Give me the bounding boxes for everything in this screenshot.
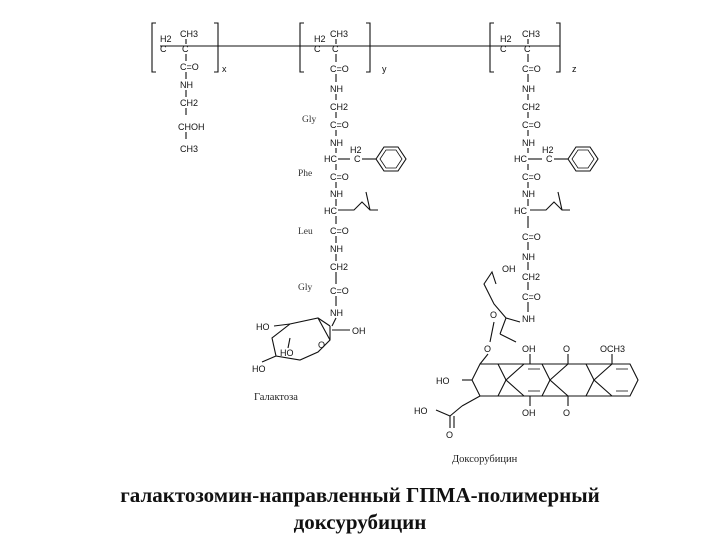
d-hc-phe: HC [514,154,527,164]
x-nh: NH [180,80,193,90]
glycosidic-o: O [484,344,491,354]
g-co2: C=O [330,172,349,182]
d-co1: C=O [522,120,541,130]
core-ho-ch2: HO [414,406,428,416]
g-c-phe: C [354,154,361,164]
y-c2: C [332,44,339,54]
x-ch3: CH3 [180,29,198,39]
d-ch2-1: CH2 [522,102,540,112]
core-o-top: O [563,344,570,354]
g-co1: C=O [330,120,349,130]
d-c-phe: C [546,154,553,164]
d-co2: C=O [522,172,541,182]
g-hc-phe: HC [324,154,337,164]
y-h2: H2 [314,34,326,44]
y-ch3: CH3 [330,29,348,39]
g-h2-phe: H2 [350,145,362,155]
x-c1: C [160,44,167,54]
x-h2: H2 [160,34,172,44]
gal-ring-o: O [318,340,325,350]
y-c1: C [314,44,321,54]
g-nh3: NH [330,189,343,199]
x-choh: CHOH [178,122,205,132]
x-ch3-end: CH3 [180,144,198,154]
unit-y: CH3 H2 C C C=O y [314,29,387,74]
label-gly-1: Gly [302,115,317,125]
sugar-o: O [490,310,497,320]
doxorubicin-name: Доксорубицин [452,454,518,465]
d-nh1: NH [522,84,535,94]
benzene-ring-1 [375,146,407,172]
g-nh1: NH [330,84,343,94]
d-ch2-2: CH2 [522,272,540,282]
d-co4: C=O [522,292,541,302]
g-co3: C=O [330,226,349,236]
galactose-peptide-chain: NH CH2 Gly C=O NH H2 HC C Phe C=O NH HC … [252,74,407,403]
d-nh5: NH [522,314,535,324]
polymer-backbone [151,22,561,73]
caption-line-1: галактозомин-направленный ГПМА-полимерны… [120,483,600,507]
figure-caption: галактозомин-направленный ГПМА-полимерны… [0,482,720,536]
g-nh4: NH [330,244,343,254]
core-oh-bottom: OH [522,408,536,418]
d-nh2: NH [522,138,535,148]
gal-ho-1: HO [256,322,270,332]
x-subscript: x [222,64,227,74]
sugar-oh: OH [502,264,516,274]
x-co: C=O [180,62,199,72]
benzene-ring-2 [567,146,599,172]
d-co3: C=O [522,232,541,242]
doxorubicin-peptide-chain: NH CH2 C=O NH H2 HC C C=O NH HC C=O NH C… [514,74,599,324]
core-oh-top: OH [522,344,536,354]
d-nh4: NH [522,252,535,262]
gal-oh-1: OH [352,326,366,336]
g-nh5: NH [330,308,343,318]
d-nh3: NH [522,189,535,199]
d-hc-leu: HC [514,206,527,216]
unit-z: CH3 H2 C C C=O z [500,29,577,74]
y-co: C=O [330,64,349,74]
y-subscript: y [382,64,387,74]
g-co4: C=O [330,286,349,296]
unit-x: CH3 H2 C C C=O NH CH2 CHOH CH3 x [160,29,227,154]
g-ch2-2: CH2 [330,262,348,272]
caption-line-2: доксурубицин [293,510,427,534]
z-c2: C [524,44,531,54]
x-c2: C [182,44,189,54]
z-c1: C [500,44,507,54]
gal-oh-2: HO [252,364,266,374]
galactose-name: Галактоза [254,392,298,403]
d-h2-phe: H2 [542,145,554,155]
g-nh2: NH [330,138,343,148]
label-phe: Phe [298,169,312,179]
doxorubicin-molecule: OH O O OH O OCH3 OH O [414,264,639,440]
x-ch2: CH2 [180,98,198,108]
g-hc-leu: HC [324,206,337,216]
z-co: C=O [522,64,541,74]
z-subscript: z [572,64,577,74]
g-ch2-1: CH2 [330,102,348,112]
gal-ho-2: HO [280,348,294,358]
galactose-ring: O OH HO HO HO [252,317,366,374]
label-leu: Leu [298,227,313,237]
z-ch3: CH3 [522,29,540,39]
core-ho: HO [436,376,450,386]
label-gly-2: Gly [298,283,313,293]
core-keto-o: O [446,430,453,440]
core-o-bottom: O [563,408,570,418]
z-h2: H2 [500,34,512,44]
core-och3: OCH3 [600,344,625,354]
